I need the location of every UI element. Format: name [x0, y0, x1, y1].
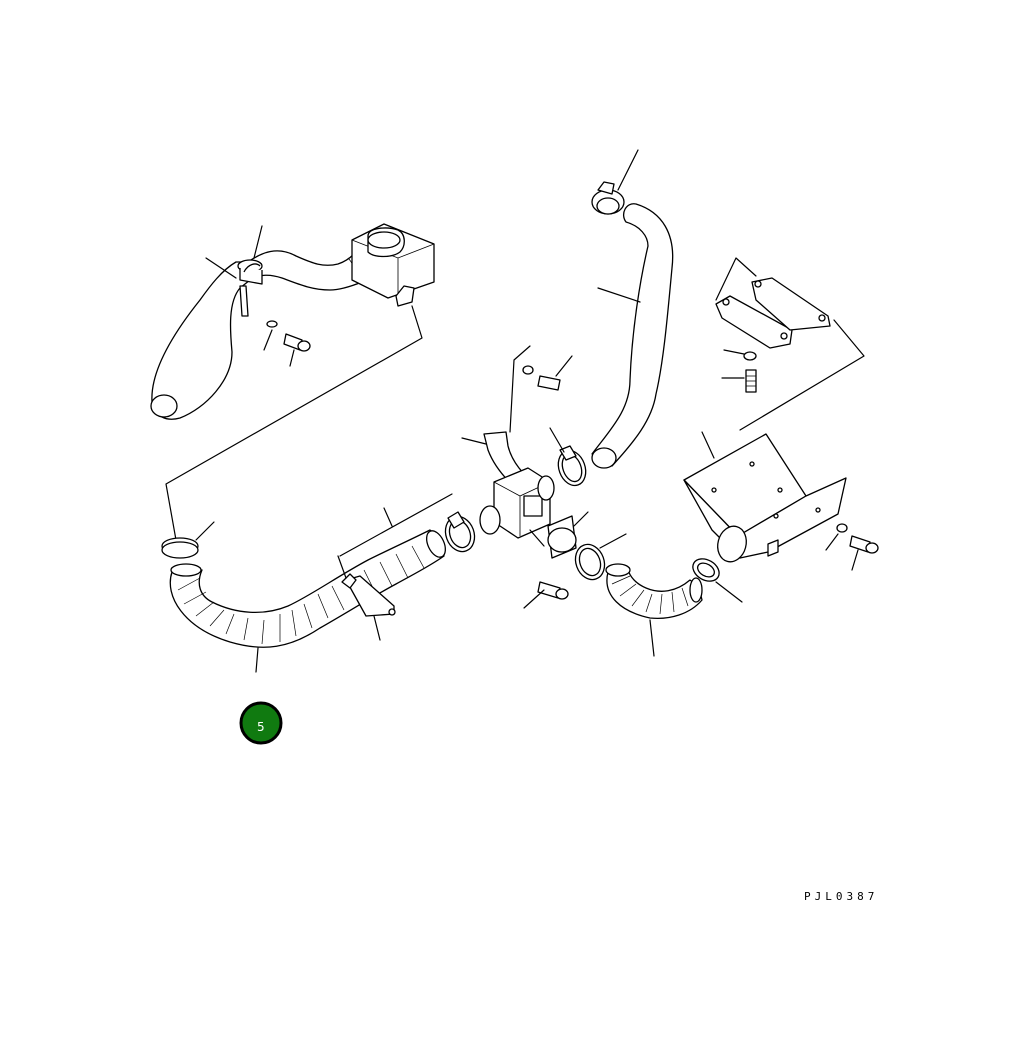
- corrugated-short-hose: [606, 564, 702, 656]
- upper-left-clamp-bracket: [238, 260, 310, 351]
- callout-badge[interactable]: 5: [241, 703, 281, 743]
- center-box: [480, 468, 554, 546]
- drawing-code: PJL0387: [804, 890, 879, 903]
- upper-left-leaders: [166, 226, 422, 540]
- center-bracket: [462, 346, 572, 492]
- center-clamps: [441, 428, 626, 608]
- corrugated-lower-hose: [162, 494, 452, 672]
- right-tray-box: [684, 432, 878, 602]
- upper-right-brackets: [716, 258, 864, 430]
- upper-left-chamber: [352, 224, 434, 306]
- long-upper-hose: [592, 150, 673, 468]
- callout-label: 5: [257, 720, 265, 734]
